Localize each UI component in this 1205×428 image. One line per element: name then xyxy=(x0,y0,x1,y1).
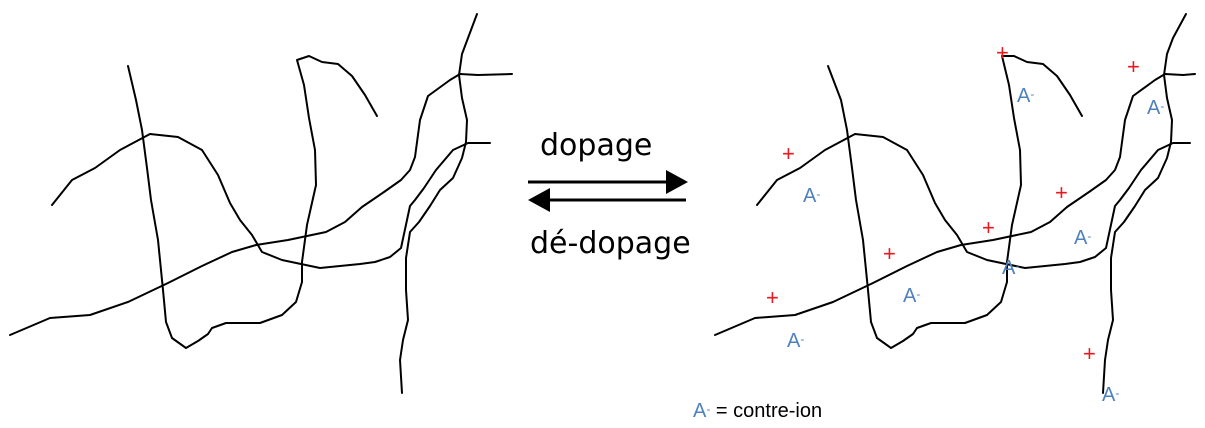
counter-ion-marker: A- xyxy=(1002,257,1020,279)
undoped-chain-4 xyxy=(399,13,478,394)
cation-marker: + xyxy=(883,241,896,266)
legend-symbol: A xyxy=(693,400,707,422)
cation-marker: + xyxy=(1055,180,1068,205)
cation-marker: + xyxy=(982,215,995,240)
undoped-chain-3 xyxy=(9,73,513,336)
forward-arrowhead xyxy=(666,170,688,194)
counter-ion-marker: A- xyxy=(787,330,805,352)
doping-label: dopage xyxy=(540,128,653,163)
undoped-network xyxy=(9,13,513,394)
undoped-chain-2 xyxy=(51,133,491,269)
cation-marker: + xyxy=(1083,341,1096,366)
counter-ion-marker: A- xyxy=(1147,97,1165,119)
counter-ion-marker: A- xyxy=(1074,227,1092,249)
legend-text: = contre-ion xyxy=(715,400,823,422)
legend: A- = contre-ion xyxy=(693,400,822,422)
cation-marker: + xyxy=(996,40,1009,65)
cation-marker: + xyxy=(1127,54,1140,79)
dedoping-label: dé-dopage xyxy=(530,226,691,261)
counter-ion-marker: A- xyxy=(803,185,821,207)
counter-ion-marker: A- xyxy=(903,285,921,307)
equilibrium-arrows xyxy=(528,170,688,212)
doped-chain-2 xyxy=(756,133,1191,269)
doped-chain-1 xyxy=(827,55,1083,349)
backward-arrowhead xyxy=(528,188,550,212)
legend-charge: - xyxy=(706,402,711,416)
cation-marker: + xyxy=(766,285,779,310)
counter-ion-marker: A- xyxy=(1017,85,1035,107)
cation-marker: + xyxy=(782,141,795,166)
doped-chain-3 xyxy=(714,73,1196,336)
counter-ion-marker: A- xyxy=(1102,384,1120,406)
doped-chain-4 xyxy=(1102,13,1187,394)
undoped-chain-1 xyxy=(127,55,378,349)
doped-network xyxy=(714,13,1196,394)
